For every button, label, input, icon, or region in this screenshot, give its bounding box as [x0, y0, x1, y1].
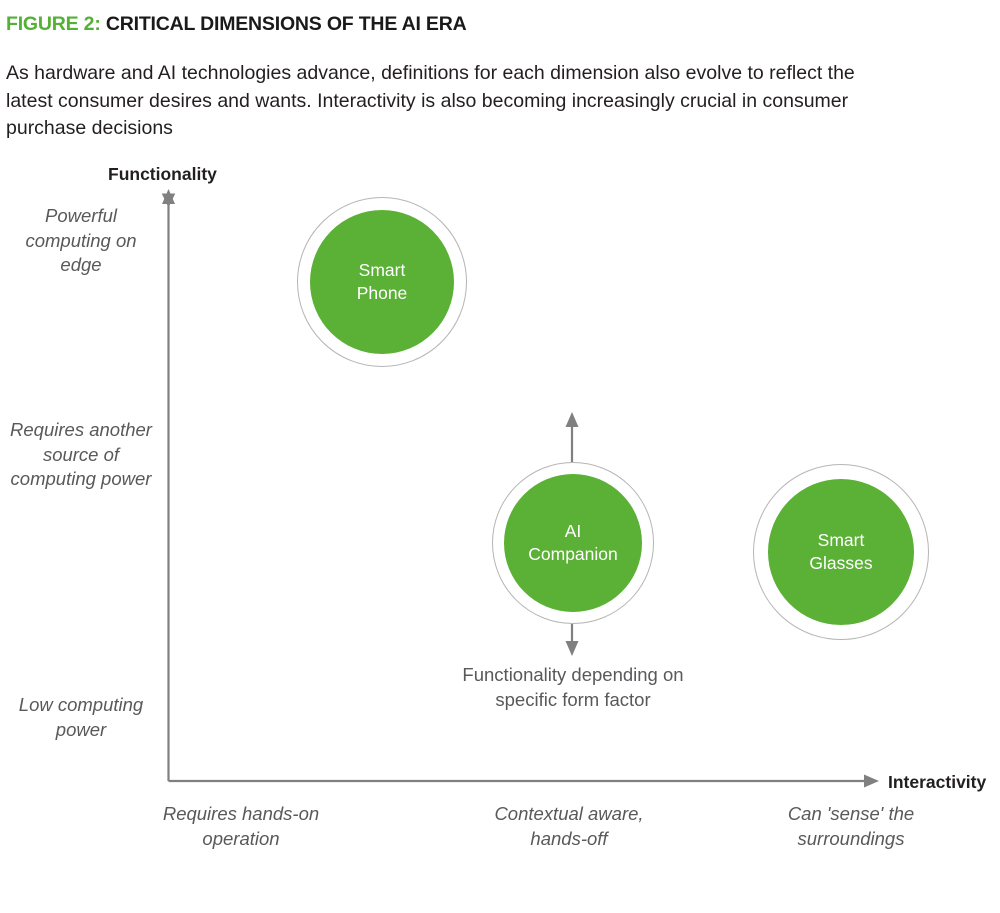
bubble-label-smart-phone-line2: Phone [356, 283, 408, 303]
y-axis-arrowhead [162, 189, 175, 204]
y-axis-caption-high: Powerful computing on edge [25, 205, 137, 275]
ai-companion-up-arrow-head [565, 412, 579, 427]
chart-axes [161, 189, 879, 788]
x-axis-arrowhead [864, 774, 879, 788]
y-axis-caption-middle: Requires another source of computing pow… [10, 419, 152, 489]
bubble-label-smart-phone-line1: Smart [358, 260, 406, 280]
y-axis-caption-low: Low computing power [18, 694, 144, 740]
y-axis-title: Functionality [108, 164, 217, 184]
x-axis-caption-right: Can 'sense' the surroundings [787, 803, 915, 849]
bubble-ring-smart-phone [297, 197, 467, 367]
x-axis-caption-left: Requires hands-on operation [162, 803, 320, 849]
bubble-smart-glasses[interactable]: Smart Glasses [768, 479, 914, 625]
page-title: CRITICAL DIMENSIONS OF THE AI ERA [105, 13, 467, 35]
bubble-label-smart-glasses-line1: Smart [817, 530, 865, 550]
x-axis-caption-middle: Contextual aware, hands-off [494, 803, 644, 849]
bubble-label-ai-companion-line1: AI [564, 521, 582, 541]
bubble-ai-companion[interactable]: AI Companion [504, 474, 642, 612]
ai-companion-down-arrow-head [565, 641, 579, 656]
ai-companion-annotation: Functionality depending on specific form… [462, 664, 684, 710]
figure-number-label: FIGURE 2: [6, 13, 101, 35]
chart-plot-area: Functionality Interactivity Powerful com… [0, 150, 1000, 913]
bubble-ring-ai-companion [492, 462, 654, 624]
bubble-label-smart-glasses-line2: Glasses [809, 553, 873, 573]
x-axis-title: Interactivity [888, 772, 987, 792]
bubble-ring-smart-glasses [753, 464, 929, 640]
figure-header: FIGURE 2: CRITICAL DIMENSIONS OF THE AI … [6, 13, 467, 36]
bubble-label-ai-companion-line2: Companion [528, 544, 618, 564]
bubble-smart-phone[interactable]: Smart Phone [310, 210, 454, 354]
figure-subtitle: As hardware and AI technologies advance,… [6, 62, 855, 139]
